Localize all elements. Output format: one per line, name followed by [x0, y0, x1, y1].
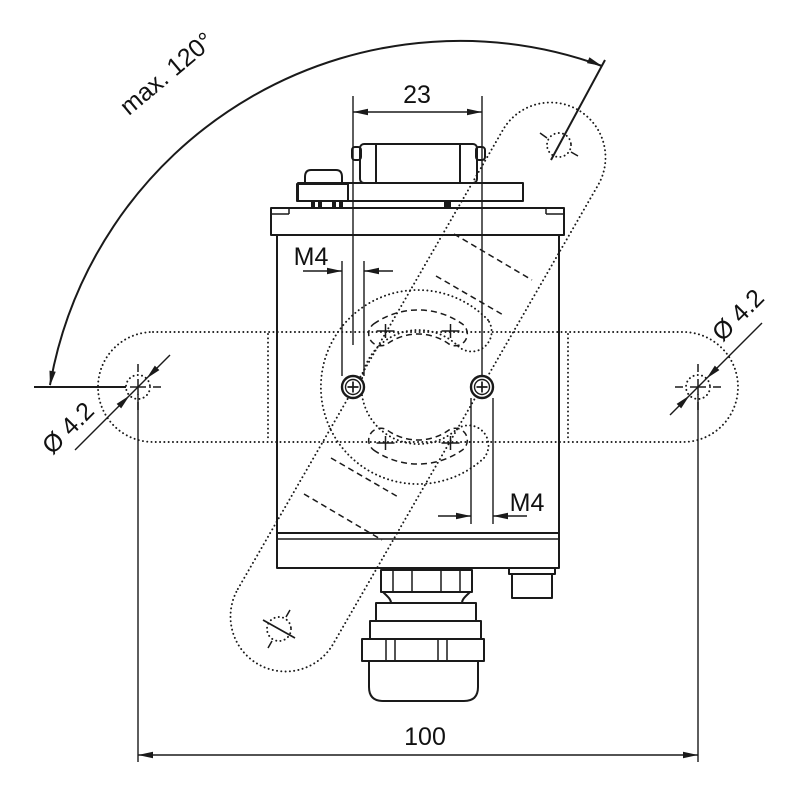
- mounting-arm-rotated: [229, 101, 607, 673]
- bottom-plate: [276, 532, 560, 569]
- mounting-hole-bottom: [266, 616, 292, 642]
- label-hole-right: Ø 4.2: [707, 284, 770, 347]
- label-screw-spacing: 23: [403, 81, 431, 109]
- mounting-hole-top: [546, 132, 572, 158]
- dimension-hole-right: [669, 322, 763, 416]
- arc-slot-lower: [367, 427, 469, 465]
- top-plate: [296, 169, 524, 207]
- encoder-device: [270, 143, 565, 702]
- label-hole-left: Ø 4.2: [37, 397, 100, 460]
- latch-right: [475, 146, 486, 161]
- flange: [270, 207, 565, 236]
- flex-coupling-ring: [319, 289, 493, 485]
- connector-box: [351, 143, 486, 184]
- bottom-connector: [508, 567, 556, 599]
- cable-gland: [361, 569, 485, 702]
- screw-right: [469, 374, 495, 400]
- dimension-max-angle: [34, 39, 606, 388]
- dimension-screw-spacing: [352, 96, 483, 376]
- dimension-thread-top: [303, 261, 393, 376]
- mounting-hole-right: [685, 374, 711, 400]
- label-overall-width: 100: [404, 723, 446, 751]
- dimension-hole-left: [74, 354, 171, 451]
- screw-left: [340, 374, 366, 400]
- side-terminal: [304, 169, 343, 183]
- angle-arc: [49, 39, 603, 386]
- latch-left: [351, 146, 362, 161]
- angle-ref-line-top: [550, 59, 606, 161]
- mounting-hole-left: [125, 374, 151, 400]
- dimension-thread-bottom: [438, 398, 527, 524]
- label-thread-top: M4: [294, 243, 329, 271]
- arc-slot-upper: [367, 309, 469, 347]
- mounting-arm-horizontal: [97, 331, 739, 443]
- label-thread-bottom: M4: [510, 489, 545, 517]
- label-max-angle: max. 120°: [115, 27, 219, 121]
- dimension-overall-width: [137, 394, 699, 762]
